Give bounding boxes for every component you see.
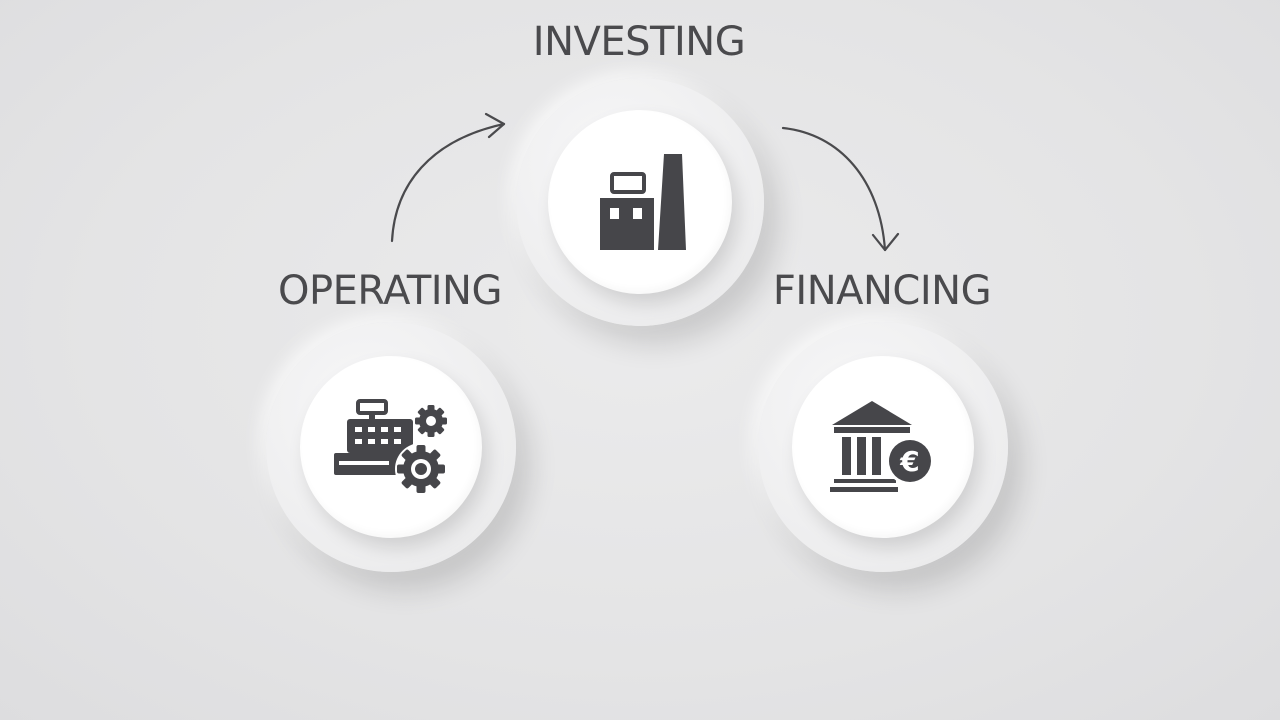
arrow-operating-to-investing-head xyxy=(484,112,506,139)
bank-euro-icon: € xyxy=(828,399,938,495)
cash-register-gears-icon xyxy=(331,397,451,497)
arrow-operating-to-investing xyxy=(390,122,506,243)
node-operating-inner xyxy=(300,356,482,538)
node-investing xyxy=(516,78,764,326)
label-financing: FINANCING xyxy=(772,268,992,314)
label-operating: OPERATING xyxy=(278,268,502,314)
label-investing: INVESTING xyxy=(532,19,746,65)
node-financing-inner: € xyxy=(792,356,974,538)
node-financing: € xyxy=(758,322,1008,572)
arrow-investing-to-financing-head xyxy=(871,232,900,252)
svg-text:€: € xyxy=(899,445,919,478)
node-investing-inner xyxy=(548,110,732,294)
arrow-investing-to-financing xyxy=(781,126,887,252)
factory-icon xyxy=(590,152,690,252)
node-operating xyxy=(266,322,516,572)
